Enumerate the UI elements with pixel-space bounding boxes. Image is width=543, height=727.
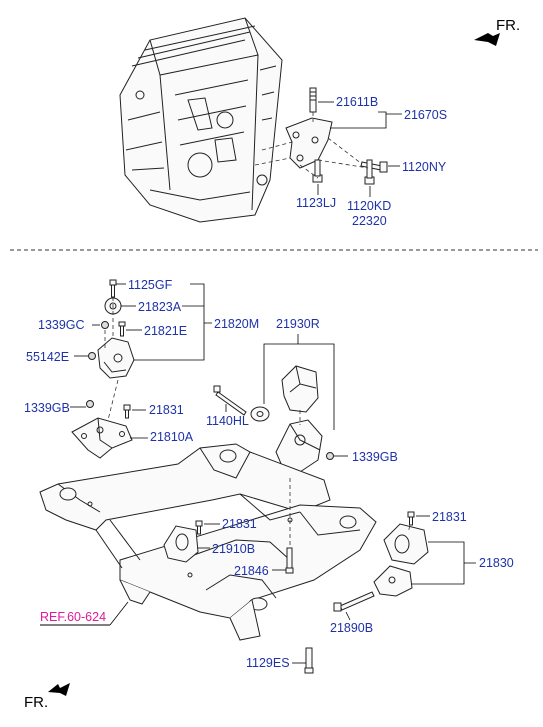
fr-label-bottom: FR. <box>24 694 48 711</box>
fr-arrow-bottom: FR. <box>24 683 70 711</box>
left-mount-parts <box>71 279 135 459</box>
front-arrow-icon <box>474 33 500 46</box>
label-21831-mid: 21831 <box>222 517 257 531</box>
label-21830: 21830 <box>479 556 514 570</box>
label-1339gb-right: 1339GB <box>352 450 398 464</box>
front-arrow-icon <box>48 683 70 696</box>
bolt-1120kd <box>364 159 375 185</box>
stud-bolt <box>309 87 317 113</box>
label-21831-right: 21831 <box>432 510 467 524</box>
label-21611b: 21611B <box>336 95 378 109</box>
label-21821e: 21821E <box>144 324 187 338</box>
center-mount-parts <box>213 365 334 473</box>
bolt-1120ny <box>360 161 388 173</box>
label-1339gc: 1339GC <box>38 318 85 332</box>
bolt-1123lj <box>312 159 323 183</box>
label-1140hl: 1140HL <box>206 414 249 428</box>
subframe-illustration <box>39 443 377 641</box>
reference-number[interactable]: 60-624 <box>67 610 106 624</box>
label-21810a: 21810A <box>150 430 194 444</box>
fr-arrow-top: FR. <box>474 17 520 46</box>
label-21846: 21846 <box>234 564 269 578</box>
label-1339gb-left: 1339GB <box>24 401 70 415</box>
reference-callout[interactable]: REF.60-624 <box>40 601 129 626</box>
label-21930r: 21930R <box>276 317 320 331</box>
rear-mount-parts <box>304 511 429 674</box>
top-dash-2 <box>254 157 291 166</box>
engine-mount-bracket <box>285 117 333 169</box>
label-1120kd: 1120KD <box>347 199 391 213</box>
label-21890b: 21890B <box>330 621 373 635</box>
svg-text:REF.60-624[interactable]: REF.60-624 <box>40 610 106 624</box>
fr-label-top: FR. <box>496 17 520 34</box>
reference-prefix[interactable]: REF. <box>40 610 67 624</box>
label-21820m: 21820M <box>214 317 259 331</box>
label-55142e: 55142E <box>26 350 69 364</box>
label-21670s: 21670S <box>404 108 447 122</box>
label-1125gf: 1125GF <box>128 278 173 292</box>
front-mount-parts <box>163 520 294 574</box>
label-1129es: 1129ES <box>246 656 290 670</box>
label-21823a: 21823A <box>138 300 182 314</box>
engine-block-illustration <box>119 17 283 223</box>
label-1120ny: 1120NY <box>402 160 447 174</box>
label-22320: 22320 <box>352 214 387 228</box>
label-21910b: 21910B <box>212 542 255 556</box>
label-21831-top: 21831 <box>149 403 184 417</box>
label-1123lj: 1123LJ <box>296 196 336 210</box>
